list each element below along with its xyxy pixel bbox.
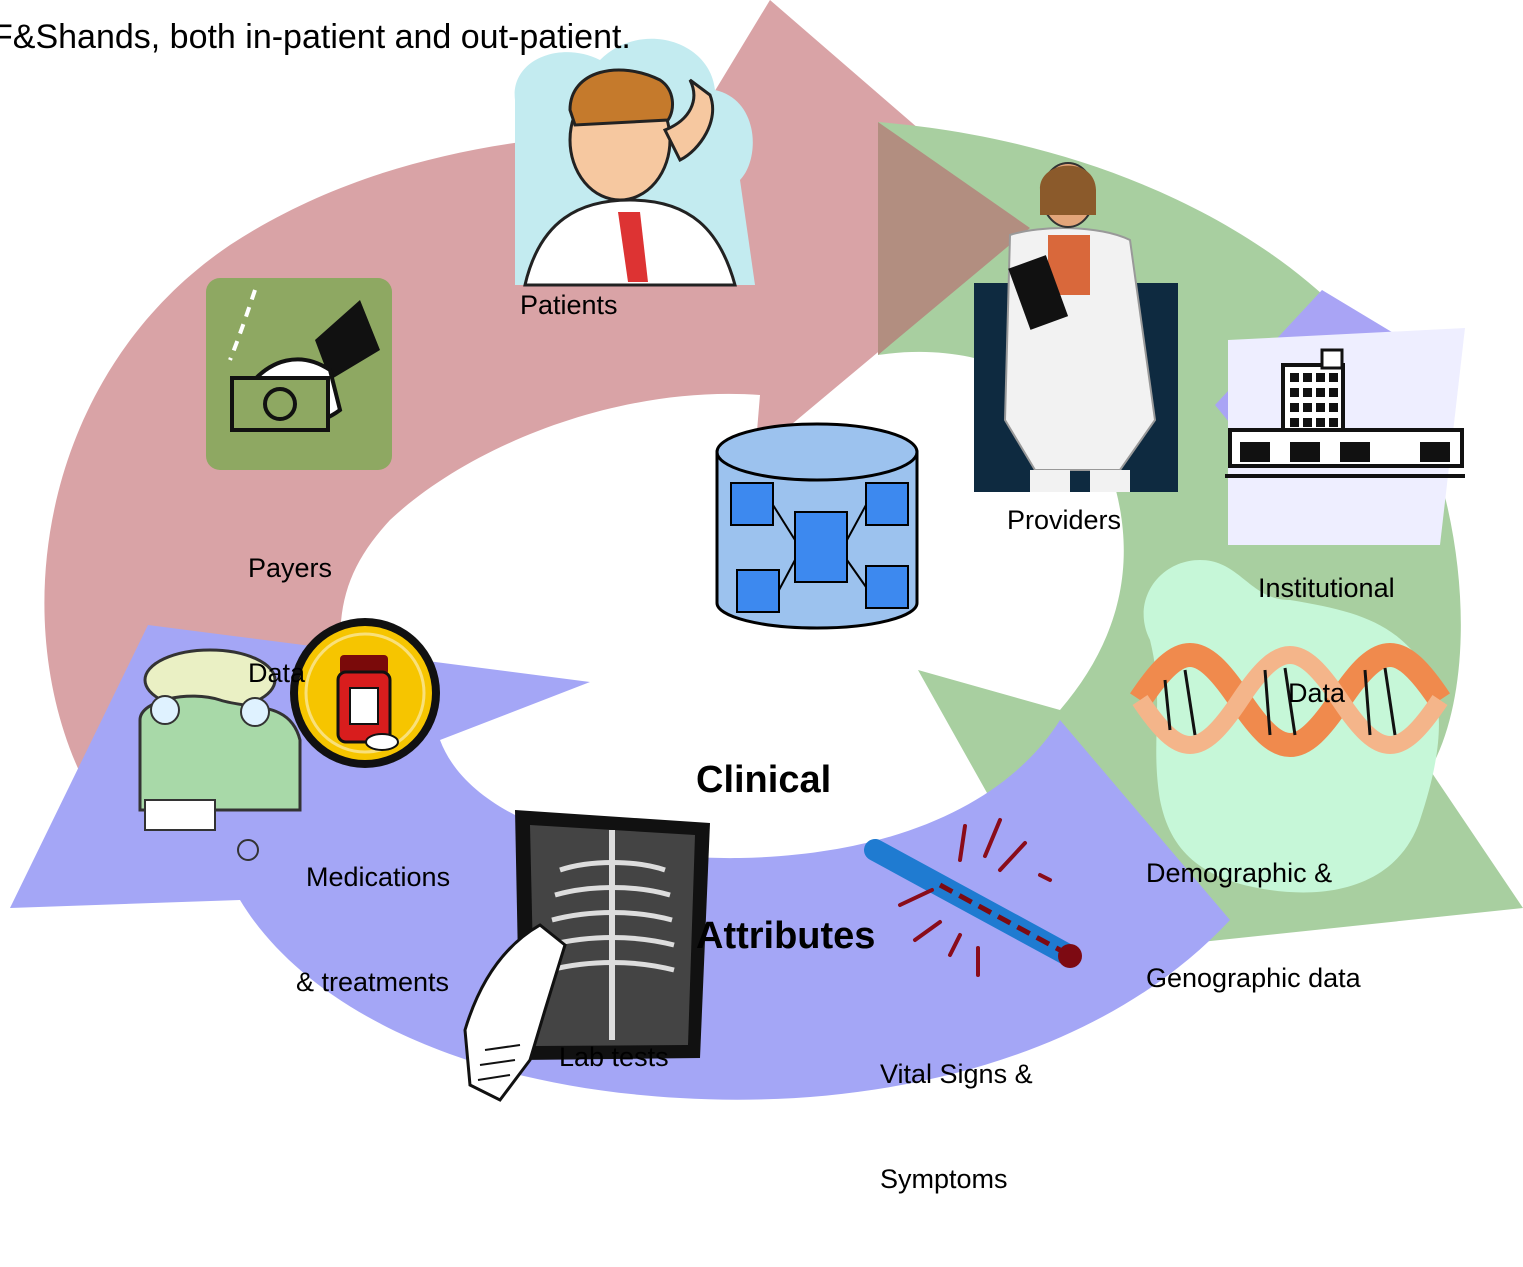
pink-cycle-arrow bbox=[44, 0, 1030, 810]
providers-label: Providers bbox=[1007, 505, 1122, 535]
demographic-label-line1: Demographic & bbox=[1146, 858, 1333, 888]
payers-label-line1: Payers bbox=[248, 553, 333, 583]
medications-label-line1: Medications bbox=[306, 862, 451, 892]
medications-label-line2: & treatments bbox=[296, 967, 450, 997]
money-hand-icon bbox=[206, 278, 392, 470]
demographic-label: Demographic & Genographic data bbox=[1146, 786, 1361, 1066]
demographic-label-line2: Genographic data bbox=[1146, 963, 1361, 993]
database-icon bbox=[715, 422, 919, 630]
lab-tests-label: Lab tests bbox=[559, 1042, 669, 1072]
center-title-line2: Attributes bbox=[696, 915, 876, 957]
header-partial-text: F&Shands, both in-patient and out-patien… bbox=[0, 18, 631, 56]
patient-icon bbox=[514, 38, 755, 287]
institutional-label-line1: Institutional bbox=[1258, 573, 1395, 603]
doctor-icon bbox=[974, 162, 1178, 492]
diagram-canvas bbox=[10, 0, 1523, 1102]
thermometer-icon bbox=[864, 818, 1082, 977]
vitals-label-line1: Vital Signs & bbox=[880, 1059, 1033, 1089]
surgery-icon bbox=[138, 648, 302, 861]
hospital-icon bbox=[1215, 290, 1465, 545]
pill-bottle-icon bbox=[290, 618, 440, 768]
vitals-label-line2: Symptoms bbox=[880, 1164, 1008, 1194]
xray-icon bbox=[463, 810, 710, 1102]
center-title: Clinical Attributes bbox=[696, 650, 875, 1066]
medications-label: Medications & treatments bbox=[296, 790, 450, 1070]
arrow-overlap bbox=[878, 122, 1030, 355]
dna-background bbox=[1143, 560, 1439, 893]
center-title-line1: Clinical bbox=[696, 759, 832, 801]
vitals-label: Vital Signs & Symptoms bbox=[880, 987, 1033, 1267]
payers-label: Payers Data bbox=[248, 481, 332, 761]
payers-label-line2: Data bbox=[248, 658, 306, 688]
patients-label: Patients bbox=[520, 290, 618, 320]
clinical-attributes-diagram: F&Shands, both in-patient and out-patien… bbox=[0, 0, 1523, 1194]
institutional-label-line2: Data bbox=[1288, 678, 1346, 708]
dna-icon bbox=[1130, 643, 1450, 757]
institutional-label: Institutional Data bbox=[1258, 501, 1395, 781]
